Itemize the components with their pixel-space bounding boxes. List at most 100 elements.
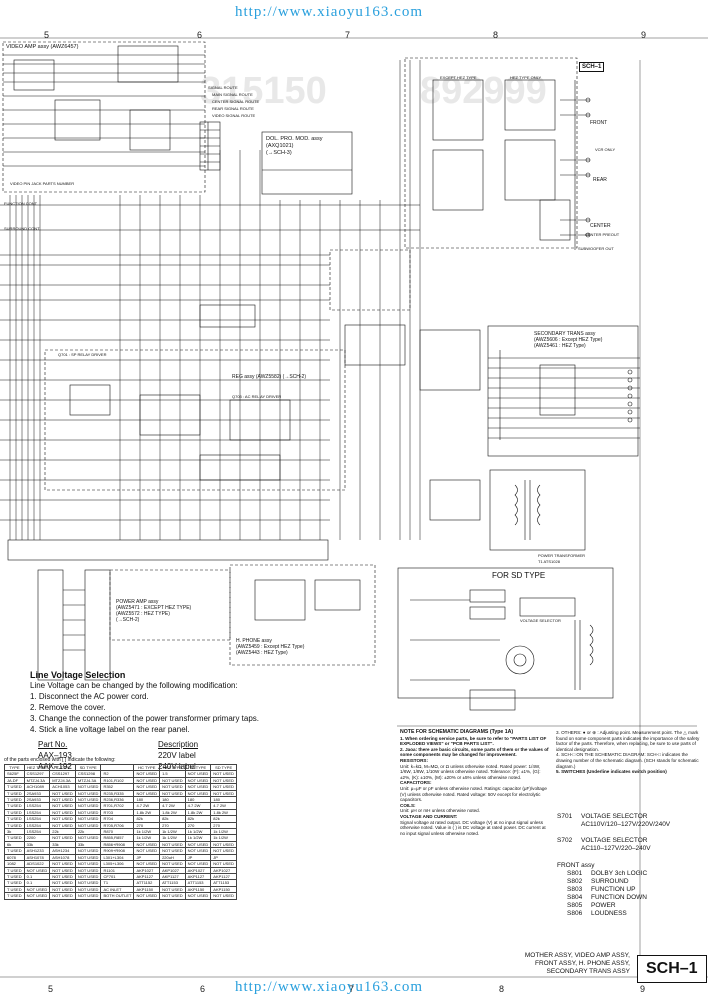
- grid-number: 9: [640, 984, 646, 994]
- note-4: 4. SCH-□ ON THE SCHEMATIC DIAGRAM: SCH-□…: [556, 752, 699, 769]
- parts-col-header: HEZ TYPE: [23, 763, 51, 772]
- switch-id: S701: [557, 813, 573, 820]
- center-preout-label: CENTER PREOUT: [585, 232, 620, 237]
- switch-name: VOLTAGE SELECTOR: [581, 813, 648, 820]
- coils-note: Unit: μH or mH unless otherwise noted.: [400, 808, 481, 814]
- table-cell: NOT USED: [49, 885, 76, 894]
- switch-name: FUNCTION DOWN: [591, 894, 647, 901]
- label-part-number: AAX–193: [38, 751, 72, 760]
- table-cell: T USED: [4, 834, 25, 842]
- switch-name: DOLBY 3ch LOGIC: [591, 870, 648, 877]
- table-cell: R2: [100, 770, 135, 778]
- table-cell: JP: [210, 853, 237, 862]
- grid-number: 5: [44, 30, 50, 40]
- table-cell: NOT USED: [49, 815, 76, 823]
- h-phone-title: H. PHONE assy: [236, 638, 272, 644]
- grid-number: 6: [200, 984, 206, 994]
- table-cell: NOT USED: [133, 783, 161, 791]
- label-table-header-part: Part No.: [38, 740, 68, 749]
- switch-name: VOLTAGE SELECTOR: [581, 837, 648, 844]
- line-voltage-title: Line Voltage Selection: [30, 670, 126, 680]
- table-cell: NOT USED: [49, 879, 76, 887]
- voltage-selector-label: VOLTAGE SELECTOR: [520, 618, 561, 623]
- signal-route-item: VIDEO SIGNAL ROUTE: [212, 113, 256, 118]
- table-cell: R870: [100, 828, 135, 836]
- switch-id: S801: [567, 870, 583, 877]
- parts-col-header: HEZ TYPE: [159, 763, 186, 772]
- switch-name: FUNCTION UP: [591, 886, 636, 893]
- table-cell: NOT USED: [184, 847, 212, 855]
- table-cell: NOT USED: [210, 770, 237, 778]
- switch-detail: AC110–127V/220–240V: [581, 845, 651, 852]
- table-cell: NOT USED: [49, 860, 76, 868]
- table-cell: NOT USED: [74, 808, 102, 817]
- watermark-url-top: http://www.xiaoyu163.com: [235, 4, 424, 20]
- parts-caption: of the parts enclosed with [ ] indicate …: [4, 757, 116, 763]
- table-cell: NOT USED: [49, 808, 76, 817]
- table-cell: NOT USED: [184, 840, 212, 849]
- capacitors-note: Unit: μ=μF or pF unless otherwise noted.…: [400, 785, 547, 803]
- table-cell: NOT USED: [23, 892, 51, 900]
- table-cell: T1: [100, 879, 135, 887]
- table-cell: NOT USED: [74, 892, 102, 900]
- table-cell: NOT USED: [49, 789, 76, 798]
- table-cell: NOT USED: [133, 847, 161, 855]
- grid-number: 7: [349, 984, 355, 994]
- table-cell: NOT USED: [74, 834, 102, 842]
- table-cell: NOT USED: [210, 860, 237, 868]
- table-cell: NOT USED: [49, 866, 76, 874]
- switch-id: S804: [567, 894, 583, 901]
- table-cell: 1.8k 2W: [210, 808, 237, 817]
- table-cell: R909+R908: [100, 847, 135, 855]
- table-cell: NOT USED: [49, 872, 76, 881]
- table-cell: T USED: [4, 866, 25, 874]
- table-cell: R235,R335: [100, 789, 135, 798]
- front-assy-title: FRONT assy: [557, 862, 595, 869]
- table-cell: NOT USED: [159, 783, 186, 791]
- table-cell: T USED: [4, 795, 25, 804]
- notes-type: (Type 1A): [489, 729, 514, 735]
- vcr-only-label: VCR ONLY: [595, 147, 616, 152]
- table-cell: T USED: [4, 847, 25, 855]
- switch-id: S802: [567, 878, 583, 885]
- table-cell: T USED: [4, 872, 25, 881]
- table-cell: AC INLET: [100, 885, 135, 894]
- grid-number: 6: [197, 30, 203, 40]
- table-cell: NOT USED: [74, 879, 102, 887]
- signal-route-item: CENTER SIGNAL ROUTE: [212, 99, 260, 104]
- switch-id: S803: [567, 886, 583, 893]
- footer-line: MOTHER ASSY, VIDEO AMP ASSY,: [524, 952, 630, 959]
- table-cell: NOT USED: [159, 892, 186, 900]
- resistors-note: Unit: k=kΩ, M=MΩ, or Ω unless otherwise …: [400, 763, 541, 780]
- table-cell: T USED: [4, 885, 25, 894]
- table-cell: BOTH OUTLET: [100, 892, 135, 900]
- table-cell: NOT USED: [74, 821, 102, 830]
- table-cell: NOT USED: [133, 860, 161, 868]
- table-cell: R704: [100, 815, 135, 823]
- line-voltage-step: 3. Change the connection of the power tr…: [30, 714, 260, 723]
- speaker-center-label: CENTER: [590, 223, 611, 229]
- line-voltage-step: 4. Stick a line voltage label on the rea…: [30, 725, 190, 734]
- note-3: 3. OTHERS: ● or ⊕ : Adjusting point. Mea…: [556, 730, 700, 752]
- sch-number-box: SCH–1: [637, 955, 707, 983]
- table-cell: T USED: [4, 789, 25, 798]
- table-cell: NOT USED: [74, 783, 102, 791]
- switch-name: POWER: [591, 902, 616, 909]
- table-cell: NOT USED: [74, 815, 102, 823]
- table-cell: NOT USED: [184, 789, 212, 798]
- table-cell: NOT USED: [184, 776, 212, 785]
- line-voltage-step: 1. Disconnect the AC power cord.: [30, 692, 149, 701]
- table-cell: NOT USED: [133, 892, 161, 900]
- voltage-note: Signal voltage at rated output. DC volta…: [400, 819, 546, 836]
- table-cell: AKP1150: [210, 885, 237, 894]
- reg-assy-label: REG assy (AWZ5582) (→SCH-2): [232, 374, 306, 380]
